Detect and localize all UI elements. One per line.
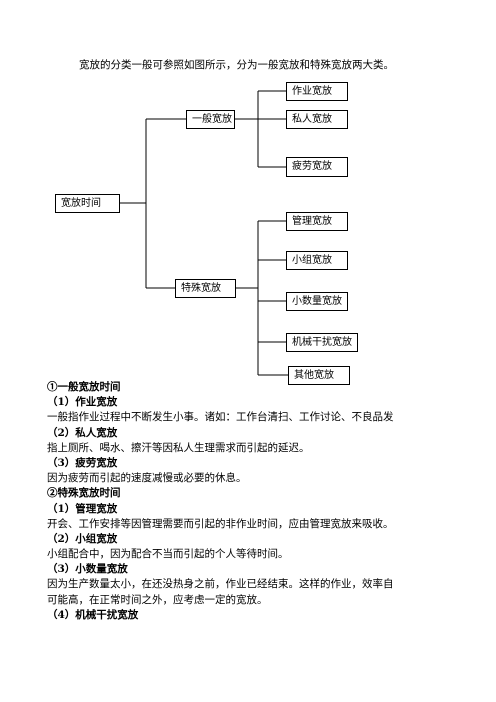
paragraph-line: 因为疲劳而引起的速度减慢或必要的休息。 bbox=[47, 472, 247, 485]
node-root: 宽放时间 bbox=[55, 194, 120, 213]
node-general-child: 作业宽放 bbox=[286, 82, 348, 101]
node-special-child: 管理宽放 bbox=[286, 212, 348, 231]
node-special-child: 机械干扰宽放 bbox=[286, 333, 358, 352]
section-heading: ②特殊宽放时间 bbox=[47, 487, 121, 500]
subsection-heading: （3）疲劳宽放 bbox=[47, 456, 118, 469]
node-general-child: 私人宽放 bbox=[286, 110, 348, 129]
paragraph-line: 因为生产数量太小，在还没热身之前，作业已经结束。这样的作业，效率自 bbox=[47, 578, 394, 591]
node-special-child: 其他宽放 bbox=[288, 366, 350, 385]
paragraph-line: 一般指作业过程中不断发生小事。诸如：工作台清扫、工作讨论、不良品发 bbox=[47, 411, 394, 424]
section-heading: ①一般宽放时间 bbox=[47, 381, 121, 393]
node-special-child: 小组宽放 bbox=[286, 251, 348, 270]
paragraph-line: 小组配合中，因为配合不当而引起的个人等待时间。 bbox=[47, 548, 289, 561]
subsection-heading: （2）小组宽放 bbox=[47, 532, 118, 545]
subsection-heading: （2）私人宽放 bbox=[47, 426, 118, 439]
body-text: ①一般宽放时间 （1）作业宽放 一般指作业过程中不断发生小事。诸如：工作台清扫、… bbox=[47, 380, 487, 623]
paragraph-line: 开会、工作安排等因管理需要而引起的非作业时间，应由管理宽放来吸收。 bbox=[47, 517, 394, 530]
paragraph-line: 指上厕所、喝水、擦汗等因私人生理需求而引起的延迟。 bbox=[47, 441, 310, 454]
node-general-child: 疲劳宽放 bbox=[286, 157, 348, 177]
subsection-heading: （1）作业宽放 bbox=[47, 396, 118, 409]
paragraph-line: 可能高，在正常时间之外，应考虑一定的宽放。 bbox=[47, 593, 268, 606]
subsection-heading: （3）小数量宽放 bbox=[47, 563, 128, 576]
intro-paragraph: 宽放的分类一般可参照如图所示，分为一般宽放和特殊宽放两大类。 bbox=[79, 59, 394, 71]
subsection-heading: （1）管理宽放 bbox=[47, 502, 118, 515]
node-general: 一般宽放 bbox=[186, 110, 235, 129]
subsection-heading: （4）机械干扰宽放 bbox=[47, 608, 139, 621]
node-special: 特殊宽放 bbox=[175, 279, 236, 298]
node-special-child: 小数量宽放 bbox=[286, 292, 348, 311]
